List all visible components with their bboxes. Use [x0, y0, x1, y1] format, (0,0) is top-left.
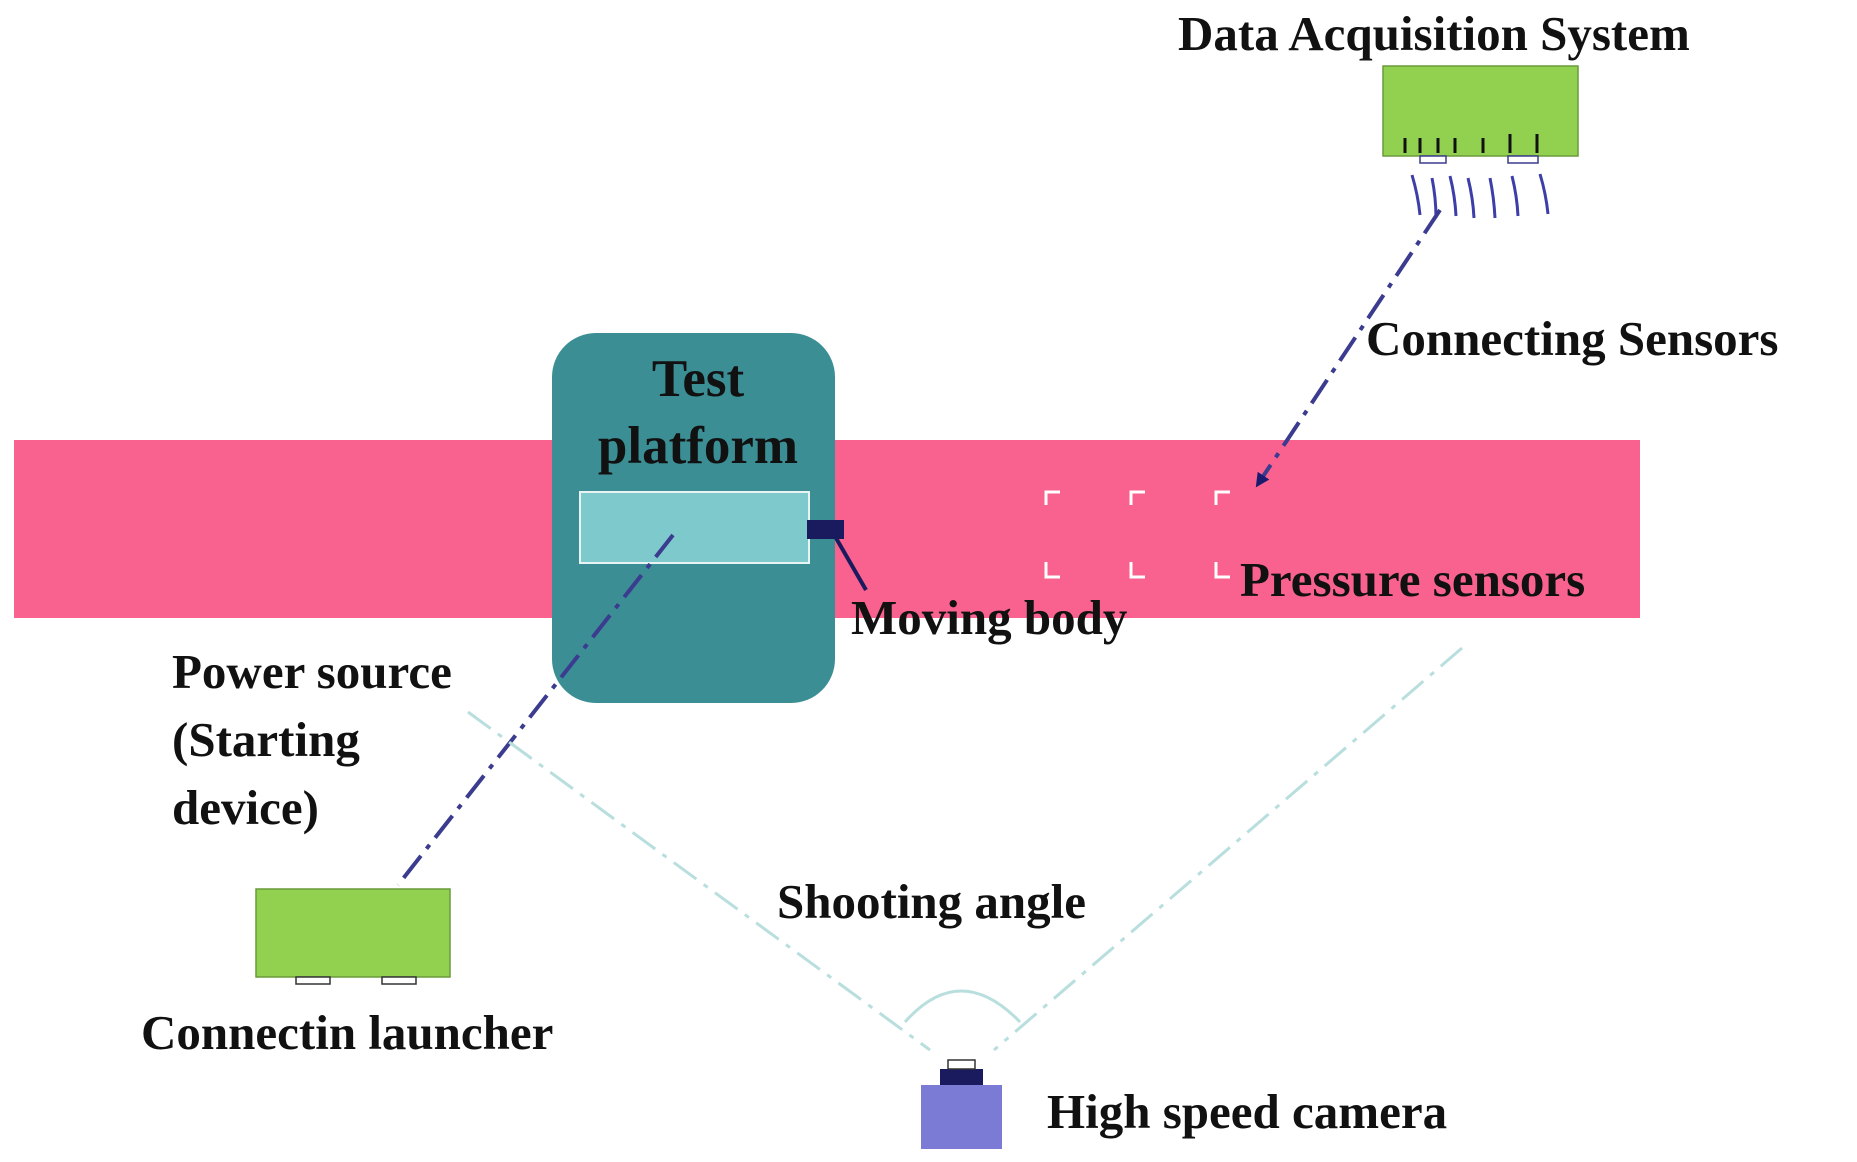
connecting-sensors-line [1255, 208, 1442, 488]
launcher-label: Connectin launcher [141, 1005, 553, 1060]
camera-lens-cap [947, 1059, 976, 1070]
shooting-angle-lines [467, 646, 1463, 1052]
test-platform-label-line1: Test [652, 350, 745, 408]
launcher-box [255, 888, 451, 978]
pressure-sensors-label: Pressure sensors [1240, 552, 1585, 607]
data-acquisition-label: Data Acquisition System [1178, 6, 1690, 61]
shooting-angle-label: Shooting angle [777, 874, 1086, 929]
daq-connector-right [1507, 155, 1539, 164]
power-source-label-line3: device) [172, 780, 319, 835]
pressure-sensor-markers [1044, 490, 1230, 579]
data-acquisition-box [1382, 65, 1579, 157]
launcher-foot-right [381, 976, 417, 985]
power-source-line [396, 533, 675, 887]
platform-window [579, 491, 810, 564]
power-source-label-line2: (Starting [172, 712, 360, 767]
daq-ports [1403, 134, 1539, 153]
moving-body [807, 520, 844, 539]
sensor-wires [1410, 173, 1550, 219]
moving-body-leader [834, 537, 868, 591]
moving-body-label: Moving body [851, 590, 1128, 645]
power-source-label-line1: Power source [172, 644, 452, 699]
high-speed-camera-label: High speed camera [1047, 1084, 1447, 1139]
launcher-foot-left [295, 976, 331, 985]
connecting-sensors-label: Connecting Sensors [1366, 311, 1778, 366]
high-speed-camera-lens [940, 1069, 983, 1085]
daq-connector-left [1419, 155, 1447, 164]
test-platform-label-line2: platform [598, 417, 798, 475]
high-speed-camera-body [921, 1085, 1002, 1149]
shooting-angle-arc [903, 989, 1022, 1024]
